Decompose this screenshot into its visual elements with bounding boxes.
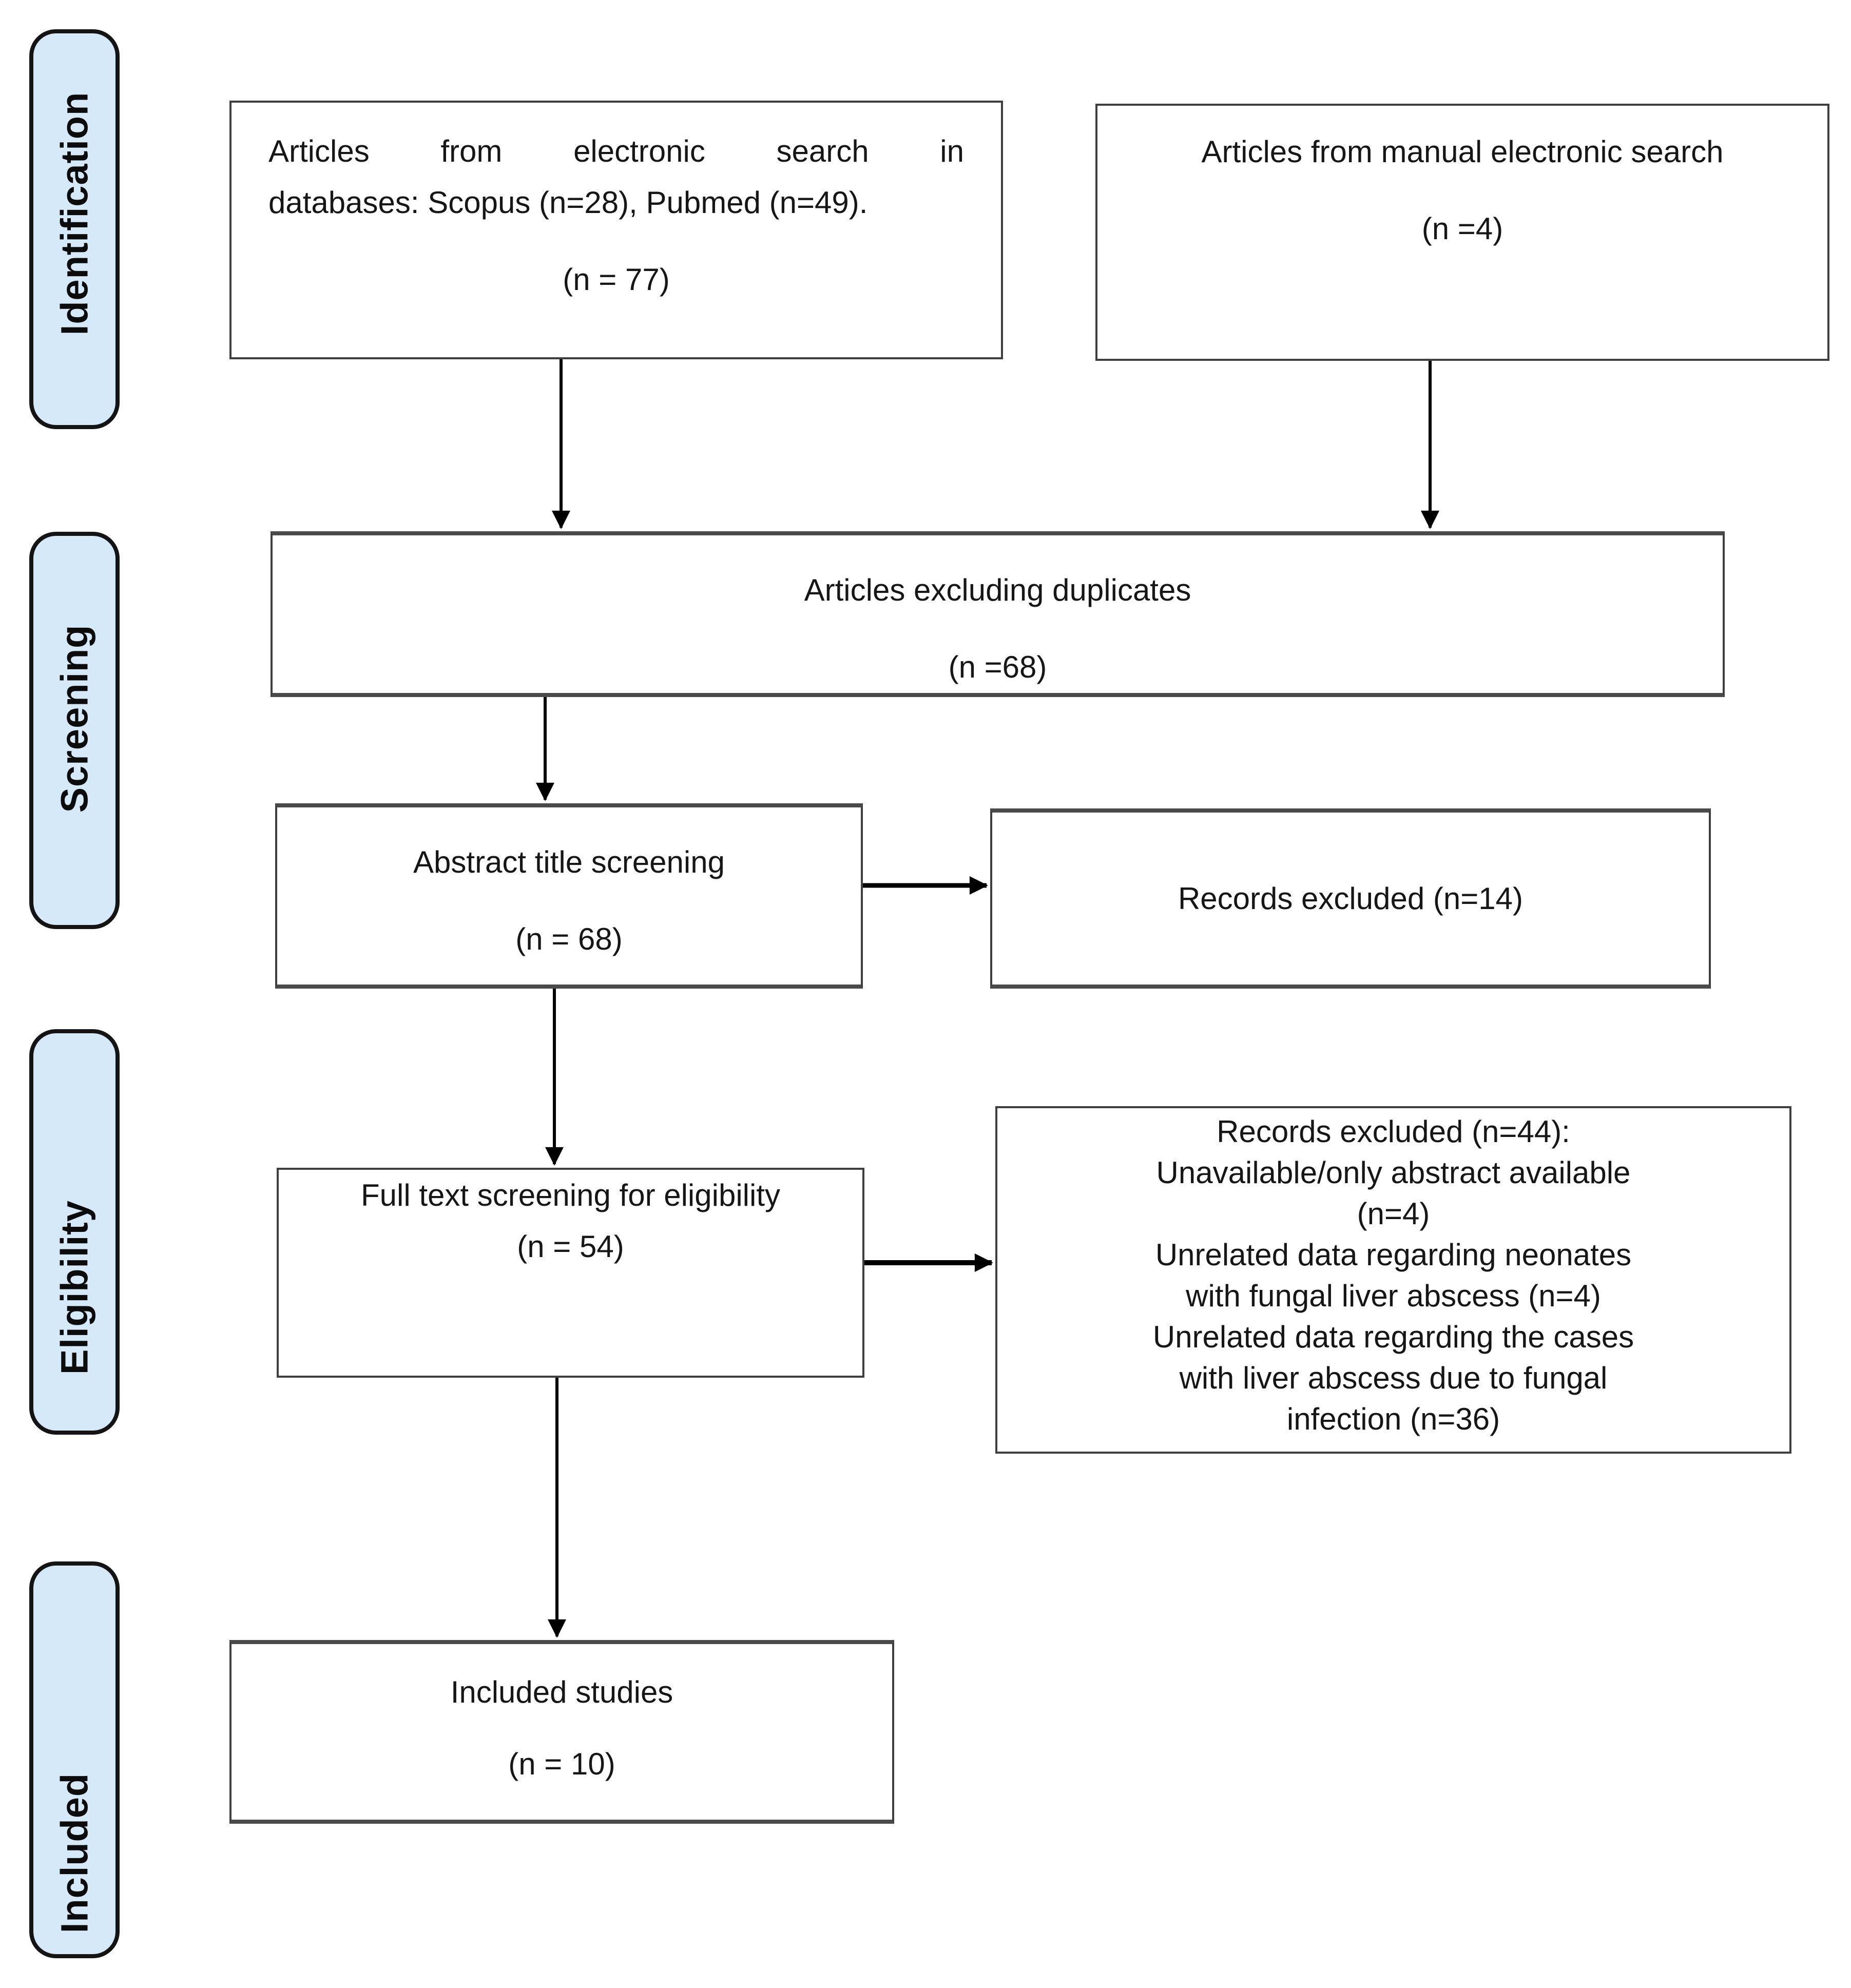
box-abstract-screening-line: Abstract title screening [413,845,725,879]
box-abstract-screening: Abstract title screening (n = 68) [275,803,863,989]
box-records-excluded-eligibility-line2: Unavailable/only abstract available [1156,1155,1631,1190]
box-electronic-search-line2: databases: Scopus (n=28), Pubmed (n=49). [268,185,868,220]
box-excluding-duplicates-line: Articles excluding duplicates [804,573,1191,607]
stage-identification: Identification [29,29,120,429]
box-full-text-screening: Full text screening for eligibility (n =… [277,1168,864,1378]
box-abstract-screening-count: (n = 68) [515,922,623,956]
stage-eligibility: Eligibility [29,1029,120,1435]
box-records-excluded-eligibility-line3: (n=4) [1357,1196,1430,1231]
box-records-excluded-screening: Records excluded (n=14) [990,808,1711,989]
box-included-studies: Included studies (n = 10) [229,1640,894,1824]
box-excluding-duplicates: Articles excluding duplicates (n =68) [271,531,1725,697]
stage-included: Included [29,1561,120,1958]
box-excluding-duplicates-count: (n =68) [948,650,1047,684]
box-records-excluded-eligibility-line8: infection (n=36) [1286,1402,1500,1436]
box-full-text-screening-count: (n = 54) [517,1229,624,1264]
stage-identification-label: Identification [53,91,96,336]
box-records-excluded-screening-line: Records excluded (n=14) [1178,881,1524,916]
box-records-excluded-eligibility-line5: with fungal liver abscess (n=4) [1186,1279,1601,1313]
box-included-studies-line: Included studies [450,1675,673,1709]
stage-screening: Screening [29,532,120,929]
stage-included-label: Included [53,1773,96,1934]
box-electronic-search-line1: Articles from electronic search in [268,134,964,168]
box-records-excluded-eligibility-line1: Records excluded (n=44): [1217,1114,1570,1149]
stage-screening-label: Screening [53,624,96,813]
stage-eligibility-label: Eligibility [53,1200,96,1375]
box-manual-search: Articles from manual electronic search (… [1095,104,1829,361]
box-records-excluded-eligibility-line6: Unrelated data regarding the cases [1152,1320,1634,1354]
box-records-excluded-eligibility-line7: with liver abscess due to fungal [1179,1361,1608,1395]
box-electronic-search-count: (n = 77) [563,262,670,297]
box-included-studies-count: (n = 10) [508,1747,615,1781]
box-full-text-screening-line: Full text screening for eligibility [360,1178,780,1212]
box-records-excluded-eligibility: Records excluded (n=44): Unavailable/onl… [995,1106,1791,1454]
box-records-excluded-eligibility-line4: Unrelated data regarding neonates [1155,1238,1632,1272]
box-manual-search-line: Articles from manual electronic search [1201,134,1724,169]
box-manual-search-count: (n =4) [1421,211,1503,246]
box-electronic-search: Articles from electronic search in datab… [229,101,1003,359]
